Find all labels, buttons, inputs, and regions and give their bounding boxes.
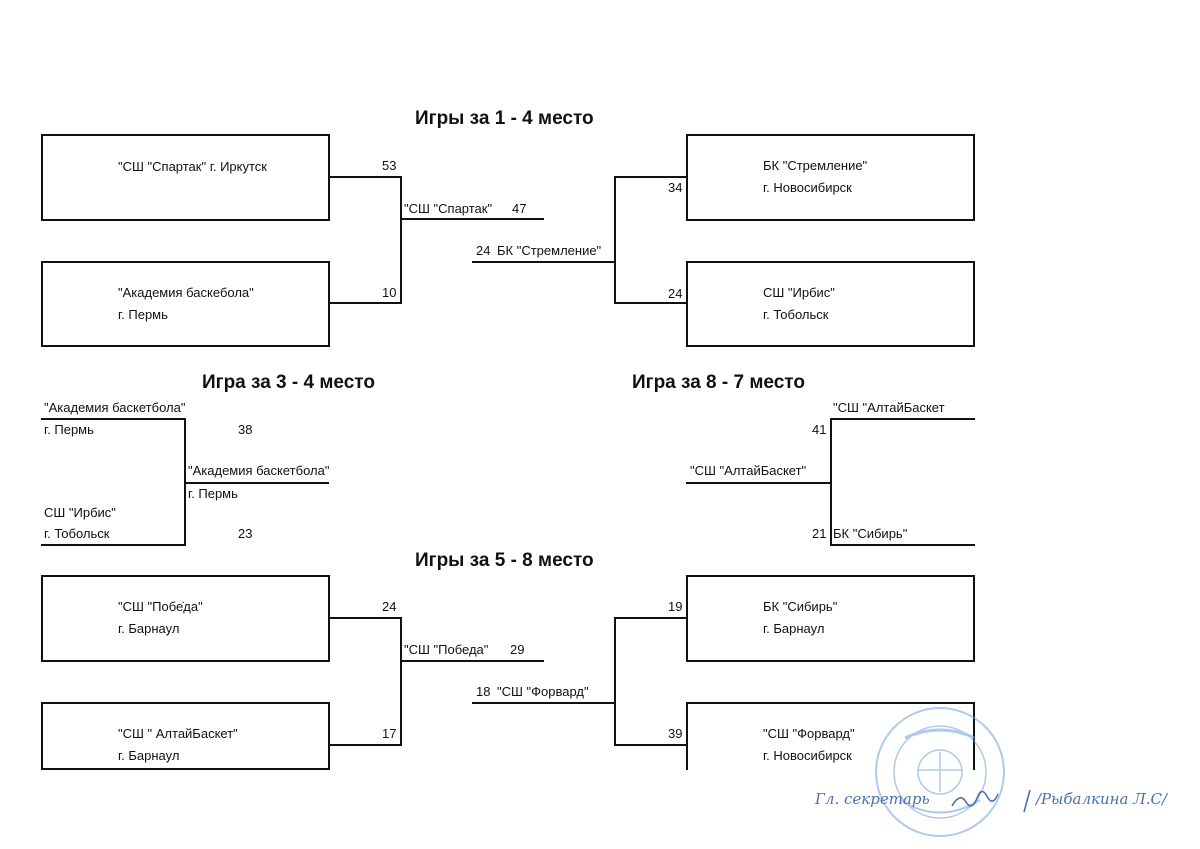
score: 24	[668, 286, 683, 301]
team-name: БК "Сибирь"	[763, 599, 838, 614]
bracket-line	[614, 617, 686, 619]
team-name: "СШ "Побе̇да"	[118, 599, 203, 614]
heading-1-4: Игры за 1 - 4 место	[415, 108, 594, 129]
bracket-line	[400, 617, 402, 746]
heading-3-4: Игра за 3 - 4 место	[202, 372, 375, 393]
score: 53	[382, 158, 397, 173]
bracket-line	[472, 702, 616, 704]
bracket-line	[614, 744, 686, 746]
score: 10	[382, 285, 397, 300]
heading-5-8: Игры за 5 - 8 место	[415, 550, 594, 571]
score: 23	[238, 526, 253, 541]
bracket-line	[831, 418, 975, 420]
team-name: "СШ " АлтайБаскет"	[118, 726, 238, 741]
bracket-line	[330, 302, 402, 304]
team-name: "Академия баскетбола"	[44, 400, 186, 415]
winner-name: "СШ "Победа"	[404, 642, 489, 657]
winner-score: 18	[476, 684, 491, 699]
bracket-line	[472, 261, 616, 263]
winner-name: "СШ "АлтайБаскет"	[690, 463, 807, 478]
winner-score: 29	[510, 642, 525, 657]
bracket-line	[831, 544, 975, 546]
score: 21	[812, 526, 827, 541]
bracket-line	[41, 544, 186, 546]
score: 41	[812, 422, 827, 437]
signature-name: /Рыбалкина Л.С/	[1036, 790, 1168, 808]
team-city: г. Новосибирск	[763, 180, 852, 195]
team-city: г. Пермь	[118, 307, 168, 322]
heading-8-7: Игра за 8 - 7 место	[632, 372, 805, 393]
team-name: СШ "Ирбис"	[44, 505, 116, 520]
bracket-line	[400, 176, 402, 304]
team-name: "СШ "Форвард"	[763, 726, 855, 741]
team-name: СШ "Ирбис"	[763, 285, 835, 300]
team-city: г. Новосибирск	[763, 748, 852, 763]
score: 19	[668, 599, 683, 614]
winner-name: "СШ "Спартак"	[404, 201, 493, 216]
team-box-altaibasket	[41, 702, 330, 770]
bracket-line	[614, 176, 616, 304]
team-box-forvard	[686, 702, 975, 770]
bracket-line	[330, 176, 402, 178]
score: 17	[382, 726, 397, 741]
team-name: "СШ "АлтайБаскет	[833, 400, 945, 415]
score: 38	[238, 422, 253, 437]
team-city: г. Тобольск	[763, 307, 829, 322]
bracket-line	[686, 482, 832, 484]
winner-score: 24	[476, 243, 491, 258]
winner-name: "СШ "Форвард"	[497, 684, 589, 699]
team-name: "Академия баскебола"	[118, 285, 254, 300]
team-city: г. Барнаул	[118, 621, 180, 636]
winner-name: БК "Стремление"	[497, 243, 602, 258]
winner-name: "Академия баскетбола"	[188, 463, 330, 478]
bracket-line	[330, 744, 402, 746]
winner-city: г. Пермь	[188, 486, 238, 501]
team-name: БК "Стремление"	[763, 158, 868, 173]
bracket-line	[400, 218, 544, 220]
bracket-line	[41, 418, 186, 420]
team-name: БК "Сибирь"	[833, 526, 908, 541]
team-city: г. Тобольск	[44, 526, 110, 541]
team-name: "СШ "Спартак" г. Иркутск	[118, 159, 267, 174]
team-box-spartak	[41, 134, 330, 221]
signature-role: Гл. секретарь	[815, 790, 930, 808]
score: 24	[382, 599, 397, 614]
team-city: г. Барнаул	[118, 748, 180, 763]
team-box-akademiya	[41, 261, 330, 347]
bracket-line	[330, 617, 402, 619]
bracket-line	[614, 617, 616, 746]
bracket-line	[614, 302, 686, 304]
team-city: г. Барнаул	[763, 621, 825, 636]
bracket-line	[614, 176, 686, 178]
score: 34	[668, 180, 683, 195]
team-box-pobeda	[41, 575, 330, 662]
team-city: г. Пермь	[44, 422, 94, 437]
score: 39	[668, 726, 683, 741]
bracket-line	[184, 482, 329, 484]
team-box-stremlenie	[686, 134, 975, 221]
team-box-irbis	[686, 261, 975, 347]
bracket-line	[400, 660, 544, 662]
team-box-sibir	[686, 575, 975, 662]
winner-score: 47	[512, 201, 527, 216]
